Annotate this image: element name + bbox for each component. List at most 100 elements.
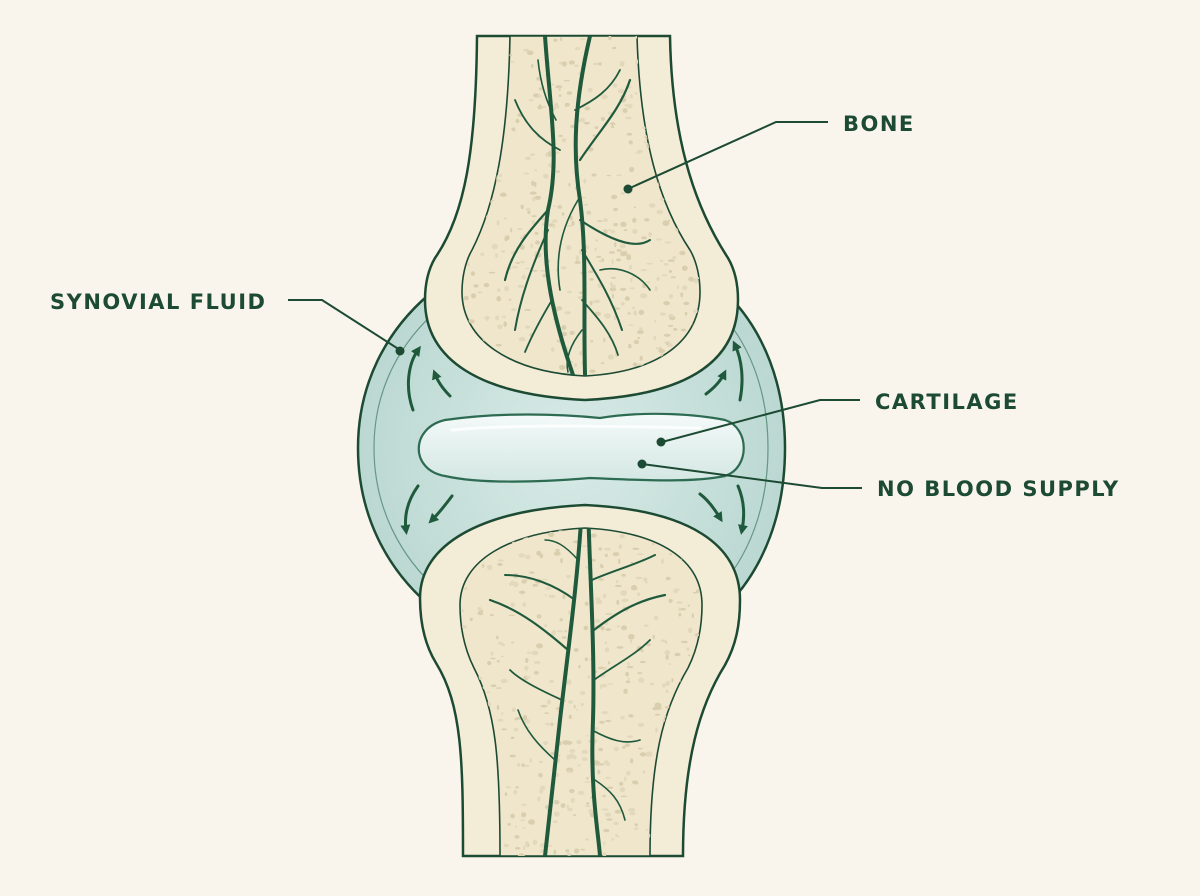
marrow-speckle bbox=[503, 321, 508, 328]
marrow-speckle bbox=[528, 99, 535, 102]
marrow-speckle bbox=[638, 309, 645, 316]
marrow-speckle bbox=[633, 310, 637, 316]
marrow-speckle bbox=[607, 661, 611, 665]
marrow-speckle bbox=[624, 250, 627, 256]
marrow-speckle bbox=[637, 149, 643, 153]
marrow-speckle bbox=[489, 614, 494, 617]
marrow-speckle bbox=[513, 790, 518, 795]
marrow-speckle bbox=[693, 309, 699, 314]
marrow-speckle bbox=[525, 676, 531, 679]
marrow-speckle bbox=[594, 126, 599, 130]
marrow-speckle bbox=[536, 643, 543, 649]
marrow-speckle bbox=[643, 577, 648, 582]
bottom-bone bbox=[418, 503, 742, 858]
marrow-speckle bbox=[531, 63, 534, 69]
arrow-upper-left-inner bbox=[432, 369, 452, 398]
marrow-speckle bbox=[639, 355, 643, 361]
marrow-speckle bbox=[605, 719, 612, 723]
marrow-speckle bbox=[668, 662, 671, 666]
marrow-speckle bbox=[698, 809, 702, 815]
marrow-speckle bbox=[536, 77, 541, 81]
marrow-speckle bbox=[604, 812, 612, 817]
marrow-speckle bbox=[683, 105, 688, 110]
marrow-speckle bbox=[613, 315, 617, 321]
marrow-speckle bbox=[501, 315, 507, 318]
marrow-speckle bbox=[546, 151, 553, 157]
marrow-speckle bbox=[469, 617, 473, 622]
marrow-speckle bbox=[477, 610, 484, 616]
marrow-speckle bbox=[616, 625, 621, 628]
marrow-speckle bbox=[683, 100, 691, 104]
marrow-speckle bbox=[495, 343, 502, 347]
marrow-speckle bbox=[687, 785, 693, 791]
marrow-speckle bbox=[565, 849, 570, 853]
marrow-speckle bbox=[561, 61, 568, 67]
marrow-speckle bbox=[467, 81, 471, 84]
marrow-speckle bbox=[644, 218, 650, 222]
marrow-speckle bbox=[668, 324, 674, 327]
marrow-speckle bbox=[676, 75, 682, 78]
marrow-speckle bbox=[625, 116, 632, 120]
marrow-speckle bbox=[668, 269, 673, 273]
marrow-speckle bbox=[536, 614, 542, 619]
marrow-speckle bbox=[511, 641, 515, 644]
marrow-speckle bbox=[629, 166, 635, 173]
marrow-speckle bbox=[663, 333, 671, 337]
marrow-speckle bbox=[532, 583, 538, 587]
marrow-speckle bbox=[568, 60, 576, 65]
marrow-speckle bbox=[622, 108, 628, 114]
marrow-speckle bbox=[636, 553, 644, 556]
marrow-speckle bbox=[515, 825, 517, 828]
marrow-speckle bbox=[679, 607, 687, 611]
marrow-speckle bbox=[573, 64, 579, 68]
marrow-speckle bbox=[553, 820, 558, 823]
marrow-speckle bbox=[531, 269, 538, 272]
marrow-speckle bbox=[568, 714, 572, 720]
marrow-speckle bbox=[595, 255, 602, 258]
marrow-speckle bbox=[583, 121, 590, 125]
marrow-speckle bbox=[645, 828, 649, 831]
marrow-speckle bbox=[534, 169, 538, 172]
marrow-speckle bbox=[553, 104, 560, 109]
marrow-speckle bbox=[532, 839, 538, 845]
marrow-speckle bbox=[531, 180, 535, 187]
marrow-speckle bbox=[611, 838, 615, 841]
marrow-speckle bbox=[548, 680, 555, 683]
marrow-speckle bbox=[655, 713, 661, 716]
marrow-speckle bbox=[655, 238, 662, 241]
marrow-speckle bbox=[553, 38, 558, 42]
marrow-speckle bbox=[509, 582, 512, 587]
marrow-speckle bbox=[557, 757, 561, 763]
marrow-speckle bbox=[499, 192, 507, 197]
marrow-speckle bbox=[688, 276, 694, 282]
marrow-speckle bbox=[522, 602, 527, 607]
marrow-speckle bbox=[687, 604, 691, 607]
marrow-speckle bbox=[622, 745, 626, 749]
marrow-speckle bbox=[520, 819, 525, 822]
marrow-speckle bbox=[618, 544, 623, 549]
marrow-speckle bbox=[517, 762, 521, 767]
marrow-speckle bbox=[533, 670, 539, 675]
marrow-speckle bbox=[569, 215, 573, 221]
marrow-speckle bbox=[640, 293, 648, 299]
marrow-speckle bbox=[632, 547, 640, 550]
marrow-speckle bbox=[633, 206, 637, 209]
marrow-speckle bbox=[659, 198, 666, 201]
marrow-speckle bbox=[680, 640, 688, 644]
synovial-fluid-label: SYNOVIAL FLUID bbox=[50, 290, 267, 314]
marrow-speckle bbox=[538, 772, 543, 778]
marrow-speckle bbox=[517, 284, 525, 288]
marrow-speckle bbox=[580, 691, 586, 695]
marrow-speckle bbox=[625, 680, 631, 684]
marrow-speckle bbox=[469, 36, 476, 39]
marrow-speckle bbox=[614, 584, 622, 588]
marrow-speckle bbox=[539, 269, 547, 272]
marrow-speckle bbox=[603, 760, 610, 765]
marrow-speckle bbox=[551, 219, 558, 223]
marrow-speckle bbox=[621, 573, 626, 577]
marrow-speckle bbox=[626, 665, 634, 669]
marrow-speckle bbox=[691, 105, 699, 111]
marrow-speckle bbox=[637, 330, 644, 335]
marrow-speckle bbox=[688, 55, 693, 58]
marrow-speckle bbox=[635, 576, 643, 580]
